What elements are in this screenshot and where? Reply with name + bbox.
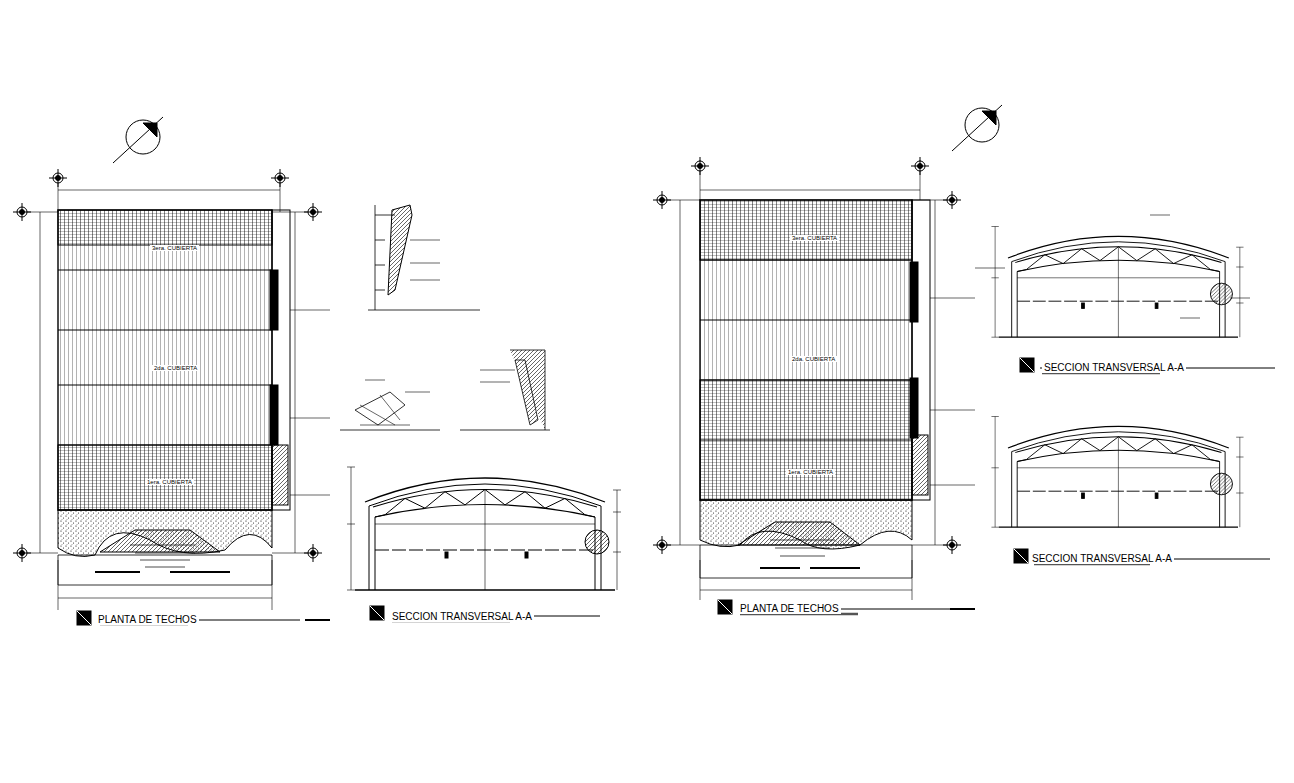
roof-label: 3era. CUBIERTA [150,245,199,251]
label-holder: PLANTA DE TECHOS [738,598,841,616]
label-holder: 2da. CUBIERTA [152,356,199,374]
label-holder: 3era. CUBIERTA [790,226,839,244]
label-holder: 2da. CUBIERTA [790,347,837,365]
view-title: SECCION TRANSVERSAL A-A [390,611,534,622]
view-title: SECCION TRANSVERSAL A-A [1030,553,1174,564]
construction-details [340,205,550,430]
label-holder: SECCION TRANSVERSAL A-A [1030,548,1174,566]
label-holder: SECCION TRANSVERSAL A-A [1042,357,1186,375]
roof-label: 2da. CUBIERTA [790,356,837,362]
cross-sections-right [975,215,1275,564]
roof-label: 1era. CUBIERTA [786,469,835,475]
roof-plan-left [13,117,330,625]
roof-label: 2da. CUBIERTA [152,365,199,371]
label-holder: 1era. CUBIERTA [145,470,194,488]
view-title: PLANTA DE TECHOS [738,603,841,614]
roof-label: 3era. CUBIERTA [790,235,839,241]
view-title: PLANTA DE TECHOS [96,614,199,625]
label-holder: SECCION TRANSVERSAL A-A [390,606,534,624]
roof-plan-right [653,105,1002,614]
label-holder: 1era. CUBIERTA [786,460,835,478]
view-title: SECCION TRANSVERSAL A-A [1042,362,1186,373]
label-holder: 3era. CUBIERTA [150,236,199,254]
label-holder: PLANTA DE TECHOS [96,609,199,627]
roof-label: 1era. CUBIERTA [145,479,194,485]
cross-section-left [347,467,621,621]
